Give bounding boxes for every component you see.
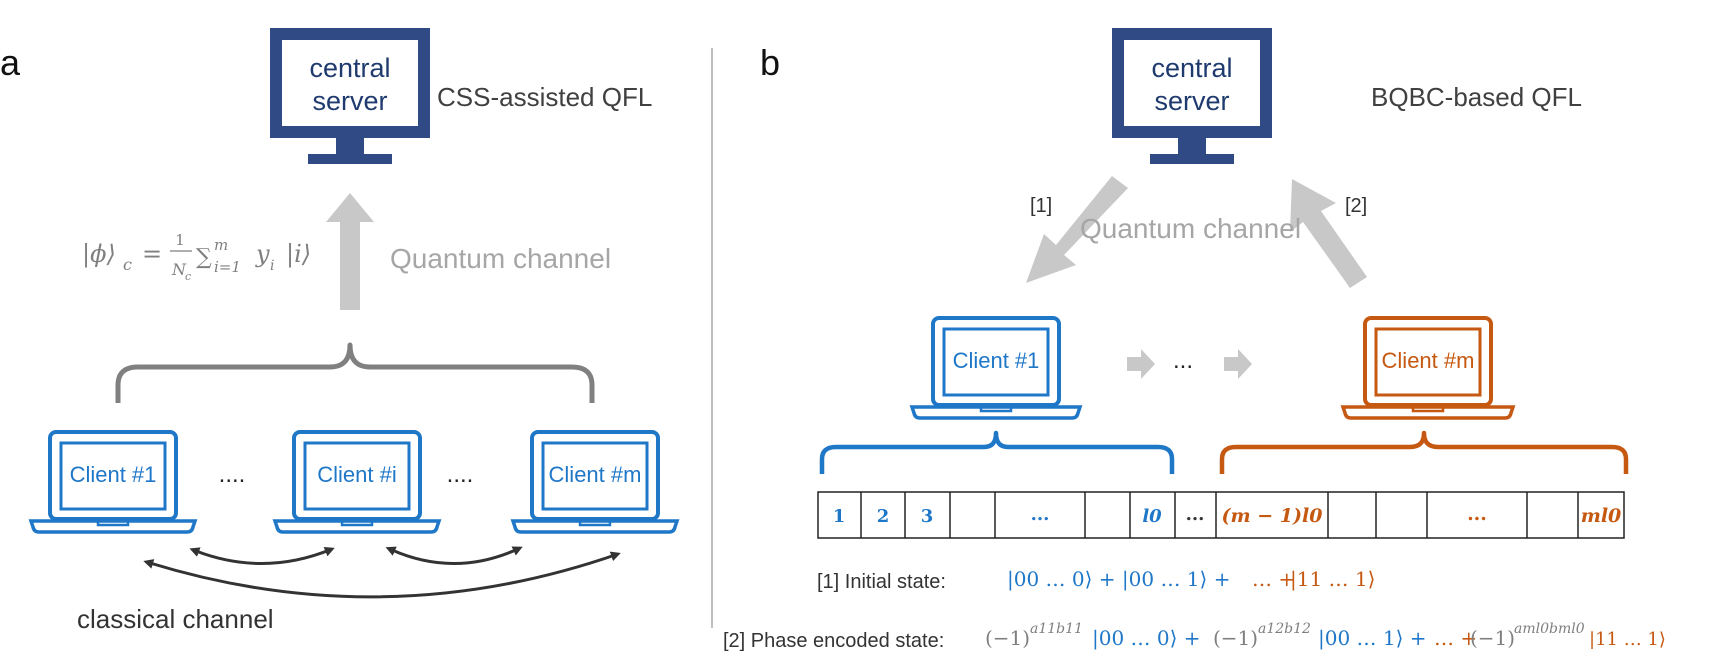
panel-a-client-1-label: Client #1 — [70, 462, 157, 487]
formula-equals: = — [142, 240, 162, 268]
panel-a-server-label-line2: server — [312, 86, 387, 116]
phase-term-3-coef: (−1) — [1470, 626, 1515, 650]
classical-arrow-1-2 — [189, 547, 335, 565]
panel-b-client-m-label: Client #m — [1382, 348, 1475, 373]
phase-term-1-ket: |00 … 0⟩ + — [1092, 626, 1201, 651]
panel-b-quantum-channel-label: Quantum channel — [1080, 213, 1301, 244]
formula-sum-sup: m — [214, 236, 228, 254]
panel-b-down-arrow-icon — [1026, 176, 1128, 283]
panel-a-server-label-line1: central — [309, 53, 390, 83]
formula-frac-num: 1 — [175, 231, 185, 249]
panel-b-step-1-label: [1] — [1030, 195, 1052, 217]
register-cell-ml0: ml0 — [1581, 505, 1622, 527]
panel-a-laptop-m-icon — [510, 430, 680, 534]
formula-ket-i: |i⟩ — [286, 240, 311, 269]
phase-term-2-ket: |00 … 1⟩ + — [1318, 626, 1427, 651]
initial-state-mid: … + — [1252, 567, 1295, 591]
panel-b-server-monitor-icon — [1112, 28, 1272, 164]
phase-state-label: [2] Phase encoded state: — [723, 630, 944, 652]
panel-b-laptop-1-icon — [909, 316, 1083, 420]
formula-frac-den-sub: c — [185, 270, 191, 283]
panel-a-letter: a — [0, 42, 21, 83]
register-cell-ellipsis-blue: ... — [1031, 504, 1050, 525]
panel-b-step-2-label: [2] — [1345, 195, 1367, 217]
panel-a-title: CSS-assisted QFL — [437, 82, 652, 112]
phase-term-2-coef: (−1) — [1213, 626, 1258, 650]
panel-a-laptop-1-icon — [28, 430, 198, 534]
register-cell-3: 3 — [921, 506, 934, 527]
formula-frac-den: N — [171, 260, 187, 279]
panel-b-letter: b — [760, 42, 780, 83]
phase-term-1-coef: (−1) — [985, 626, 1030, 650]
phase-term-3-exp: aml0bml0 — [1514, 621, 1585, 637]
register-cell-ellipsis-mid: ... — [1186, 504, 1205, 525]
panel-a-ellipsis-2: .... — [447, 461, 474, 488]
classical-arrow-1-3 — [143, 551, 621, 599]
panel-b-brace-blue — [819, 430, 1175, 474]
panel-a-formula: |ϕ⟩ c = 1 N c ∑ m i=1 y i |i⟩ — [82, 231, 311, 283]
panel-a-ellipsis-1: .... — [219, 461, 246, 488]
panel-b-register — [817, 491, 1625, 539]
register-cell-1: 1 — [833, 506, 846, 527]
phase-term-3-ket: |11 … 1⟩ — [1589, 629, 1666, 650]
panel-b-client-1-label: Client #1 — [953, 348, 1040, 373]
panel-a-brace — [115, 342, 595, 403]
panel-b-title: BQBC-based QFL — [1371, 82, 1582, 112]
panel-b-brace-orange — [1219, 430, 1629, 474]
panel-b-right-arrow-2-icon — [1224, 349, 1252, 379]
phase-term-1-exp: a11b11 — [1030, 621, 1083, 637]
formula-sum: ∑ — [196, 245, 212, 270]
panel-a-laptop-i-icon — [272, 430, 442, 534]
panel-b-server-label-line1: central — [1151, 53, 1232, 83]
panel-a-server-monitor-icon — [270, 28, 430, 164]
panel-a-client-m-label: Client #m — [549, 462, 642, 487]
formula-ket-phi: |ϕ⟩ — [82, 240, 116, 269]
classical-arrow-2-3 — [385, 546, 523, 565]
panel-b-ellipsis: ... — [1173, 347, 1193, 374]
initial-state-blue-terms: |00 … 0⟩ + |00 … 1⟩ + — [1007, 567, 1230, 592]
initial-state-label: [1] Initial state: — [817, 571, 946, 593]
panel-a-quantum-channel-label: Quantum channel — [390, 243, 611, 274]
panel-b-server-label-line2: server — [1154, 86, 1229, 116]
initial-state-orange-term: |11 … 1⟩ — [1290, 567, 1375, 592]
formula-y: y — [255, 240, 270, 268]
panel-b-up-arrow-icon — [1290, 179, 1367, 288]
phase-term-2-exp: a12b12 — [1258, 621, 1311, 637]
register-cell-2: 2 — [877, 506, 890, 527]
panel-b-laptop-m-icon — [1340, 316, 1516, 420]
classical-channel-label: classical channel — [77, 604, 274, 634]
formula-sub-c: c — [123, 255, 132, 274]
panel-a-up-arrow-icon — [326, 193, 374, 310]
panel-b-right-arrow-1-icon — [1127, 349, 1155, 379]
phase-mid: … + — [1434, 626, 1477, 650]
formula-sum-sub: i=1 — [214, 258, 241, 276]
formula-y-sub: i — [270, 258, 274, 274]
register-cell-l0: l0 — [1142, 506, 1162, 527]
panel-a-client-i-label: Client #i — [317, 462, 396, 487]
register-cell-ellipsis-orange: ... — [1467, 503, 1487, 525]
register-cell-m-1-l0: (m − 1)l0 — [1222, 505, 1323, 527]
